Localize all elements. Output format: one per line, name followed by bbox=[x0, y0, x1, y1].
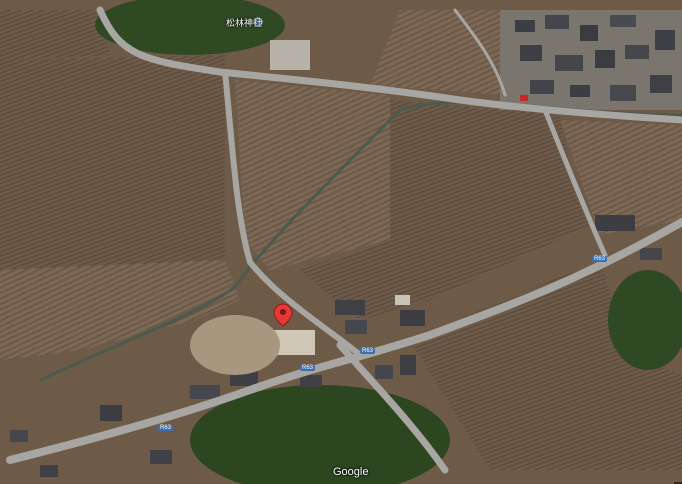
forest-right bbox=[608, 270, 682, 370]
map-attribution[interactable] bbox=[674, 482, 682, 484]
road-small bbox=[453, 8, 507, 97]
road-main-r63 bbox=[6, 218, 682, 464]
poi-marker[interactable] bbox=[253, 17, 263, 27]
pin-icon bbox=[253, 17, 263, 27]
road-vertical-left bbox=[222, 69, 363, 358]
road-right-vertical bbox=[542, 107, 608, 258]
roads bbox=[6, 6, 682, 474]
village-top-right bbox=[500, 10, 682, 110]
forest-bottom bbox=[190, 385, 450, 484]
google-logo: Google bbox=[333, 466, 369, 478]
poi-label[interactable]: 松林神社 bbox=[226, 18, 263, 28]
route-shield-1: R63 bbox=[300, 365, 316, 371]
destination-marker[interactable] bbox=[273, 303, 293, 327]
road-south bbox=[336, 341, 449, 474]
route-shield-2: R63 bbox=[360, 348, 376, 354]
route-shield-4: R63 bbox=[592, 256, 608, 262]
buildings-center bbox=[10, 40, 662, 477]
route-shield-3: R63 bbox=[158, 425, 174, 431]
road-top bbox=[96, 6, 682, 124]
bare-ground-patch bbox=[190, 315, 280, 375]
forest-top bbox=[95, 0, 285, 55]
